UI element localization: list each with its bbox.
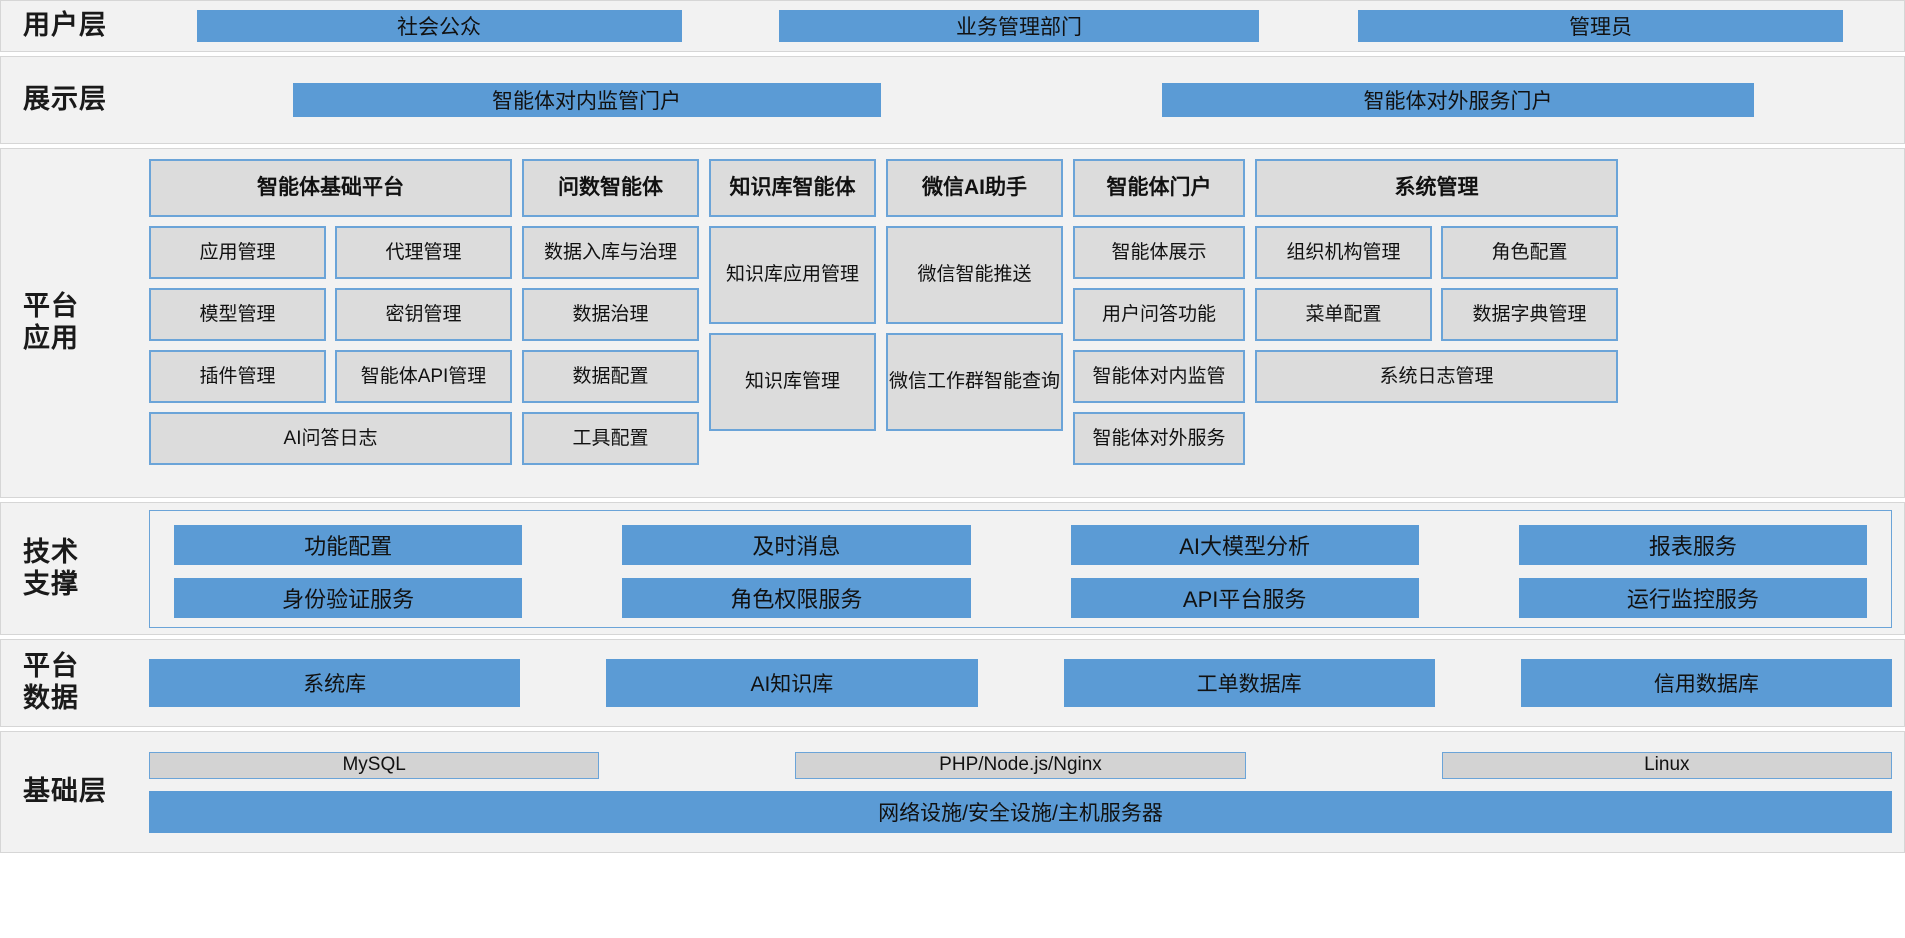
tech-item-function-config[interactable]: 功能配置	[174, 524, 523, 565]
layer-infrastructure: 基础层 MySQL PHP/Node.js/Nginx Linux 网络设施/安…	[0, 731, 1905, 853]
app-item-data-config[interactable]: 数据配置	[522, 350, 699, 403]
layer-technical-support-label: 技术 支撑	[23, 536, 79, 599]
app-item-agent-internal-supervision[interactable]: 智能体对内监管	[1073, 350, 1245, 403]
layer-platform-data: 平台 数据 系统库 AI知识库 工单数据库 信用数据库	[0, 639, 1905, 727]
app-subitem-grid: 应用管理 代理管理 模型管理 密钥管理 插件管理 智能体API管理	[149, 226, 512, 403]
app-column-title[interactable]: 知识库智能体	[709, 159, 876, 217]
infrastructure-chip-row: MySQL PHP/Node.js/Nginx Linux	[149, 751, 1892, 779]
user-slot-1: 社会公众	[149, 10, 729, 42]
app-item-model-mgmt[interactable]: 模型管理	[149, 288, 326, 341]
layer-infrastructure-body: MySQL PHP/Node.js/Nginx Linux 网络设施/安全设施/…	[149, 732, 1904, 852]
layer-platform-data-body: 系统库 AI知识库 工单数据库 信用数据库	[149, 640, 1904, 726]
app-column-agent-base-platform: 智能体基础平台 应用管理 代理管理 模型管理 密钥管理 插件管理 智能体API管…	[149, 159, 512, 465]
presentation-box-external-portal[interactable]: 智能体对外服务门户	[1162, 83, 1754, 117]
infra-chip-linux[interactable]: Linux	[1441, 751, 1892, 779]
layer-presentation-body: 智能体对内监管门户 智能体对外服务门户	[149, 57, 1904, 143]
data-item-ai-knowledge-db[interactable]: AI知识库	[606, 659, 978, 707]
app-item-agent-showcase[interactable]: 智能体展示	[1073, 226, 1245, 279]
user-slot-2: 业务管理部门	[729, 10, 1309, 42]
presentation-box-internal-portal[interactable]: 智能体对内监管门户	[292, 83, 881, 117]
layer-technical-support: 技术 支撑 功能配置 及时消息 AI大模型分析 报表服务 身份验证服务 角色权限…	[0, 502, 1905, 635]
infra-chip-mysql[interactable]: MySQL	[149, 751, 600, 779]
app-column-title[interactable]: 智能体基础平台	[149, 159, 512, 217]
infra-item-network-security-host-servers[interactable]: 网络设施/安全设施/主机服务器	[149, 790, 1892, 833]
layer-user-body: 社会公众 业务管理部门 管理员	[149, 1, 1904, 51]
layer-user-label: 用户层	[23, 10, 107, 41]
app-column-title[interactable]: 智能体门户	[1073, 159, 1245, 217]
layer-infrastructure-label: 基础层	[23, 776, 107, 807]
app-item-data-ingest-governance[interactable]: 数据入库与治理	[522, 226, 699, 279]
app-column-data-query-agent: 问数智能体 数据入库与治理 数据治理 数据配置 工具配置	[522, 159, 699, 465]
layer-technical-support-body: 功能配置 及时消息 AI大模型分析 报表服务 身份验证服务 角色权限服务 API…	[149, 503, 1904, 634]
layer-presentation-label: 展示层	[23, 84, 107, 115]
infra-chip-php-node-nginx[interactable]: PHP/Node.js/Nginx	[795, 751, 1246, 779]
app-item-role-config[interactable]: 角色配置	[1441, 226, 1618, 279]
data-item-credit-db[interactable]: 信用数据库	[1520, 659, 1892, 707]
app-item-wechat-group-query[interactable]: 微信工作群智能查询	[886, 333, 1063, 431]
app-item-data-governance[interactable]: 数据治理	[522, 288, 699, 341]
tech-item-ai-large-model-analysis[interactable]: AI大模型分析	[1070, 524, 1419, 565]
data-item-system-db[interactable]: 系统库	[149, 659, 521, 707]
app-item-kb-application-mgmt[interactable]: 知识库应用管理	[709, 226, 876, 324]
app-item-ai-qa-log[interactable]: AI问答日志	[149, 412, 512, 465]
layer-platform-application-label: 平台 应用	[23, 291, 79, 353]
app-item-key-mgmt[interactable]: 密钥管理	[335, 288, 512, 341]
layer-presentation: 展示层 智能体对内监管门户 智能体对外服务门户	[0, 56, 1905, 144]
tech-item-api-platform-service[interactable]: API平台服务	[1070, 577, 1419, 618]
app-item-data-dictionary-mgmt[interactable]: 数据字典管理	[1441, 288, 1618, 341]
user-box-public[interactable]: 社会公众	[196, 10, 682, 42]
app-item-system-log-mgmt[interactable]: 系统日志管理	[1255, 350, 1618, 403]
tech-support-frame: 功能配置 及时消息 AI大模型分析 报表服务 身份验证服务 角色权限服务 API…	[149, 509, 1892, 628]
app-item-menu-config[interactable]: 菜单配置	[1255, 288, 1432, 341]
app-column-title[interactable]: 问数智能体	[522, 159, 699, 217]
presentation-slot-1: 智能体对内监管门户	[149, 83, 1024, 117]
app-item-org-structure-mgmt[interactable]: 组织机构管理	[1255, 226, 1432, 279]
app-column-title[interactable]: 系统管理	[1255, 159, 1618, 217]
tech-item-role-permission-service[interactable]: 角色权限服务	[622, 577, 971, 618]
app-item-user-qa-function[interactable]: 用户问答功能	[1073, 288, 1245, 341]
app-column-knowledge-base-agent: 知识库智能体 知识库应用管理 知识库管理	[709, 159, 876, 431]
user-box-business-dept[interactable]: 业务管理部门	[779, 10, 1259, 42]
app-item-application-mgmt[interactable]: 应用管理	[149, 226, 326, 279]
tech-item-report-service[interactable]: 报表服务	[1518, 524, 1867, 565]
app-subitem-grid: 组织机构管理 角色配置 菜单配置 数据字典管理	[1255, 226, 1618, 341]
app-item-agent-api-mgmt[interactable]: 智能体API管理	[335, 350, 512, 403]
app-column-agent-portal: 智能体门户 智能体展示 用户问答功能 智能体对内监管 智能体对外服务	[1073, 159, 1245, 465]
layer-platform-application-body: 智能体基础平台 应用管理 代理管理 模型管理 密钥管理 插件管理 智能体API管…	[149, 149, 1904, 497]
tech-item-ops-monitoring-service[interactable]: 运行监控服务	[1518, 577, 1867, 618]
presentation-slot-2: 智能体对外服务门户	[1024, 83, 1892, 117]
layer-platform-data-label: 平台 数据	[23, 651, 79, 713]
app-item-wechat-smart-push[interactable]: 微信智能推送	[886, 226, 1063, 324]
app-item-kb-mgmt[interactable]: 知识库管理	[709, 333, 876, 431]
app-column-title[interactable]: 微信AI助手	[886, 159, 1063, 217]
tech-item-authentication-service[interactable]: 身份验证服务	[174, 577, 523, 618]
app-item-plugin-mgmt[interactable]: 插件管理	[149, 350, 326, 403]
app-column-system-management: 系统管理 组织机构管理 角色配置 菜单配置 数据字典管理 系统日志管理	[1255, 159, 1618, 403]
layer-platform-application: 平台 应用 智能体基础平台 应用管理 代理管理 模型管理 密钥管理 插件管理 智…	[0, 148, 1905, 498]
tech-item-instant-message[interactable]: 及时消息	[622, 524, 971, 565]
user-slot-3: 管理员	[1309, 10, 1892, 42]
data-item-work-order-db[interactable]: 工单数据库	[1063, 659, 1435, 707]
app-column-wechat-ai-assistant: 微信AI助手 微信智能推送 微信工作群智能查询	[886, 159, 1063, 431]
app-item-agent-external-service[interactable]: 智能体对外服务	[1073, 412, 1245, 465]
user-box-admin[interactable]: 管理员	[1358, 10, 1843, 42]
app-item-agent-mgmt[interactable]: 代理管理	[335, 226, 512, 279]
layer-user: 用户层 社会公众 业务管理部门 管理员	[0, 0, 1905, 52]
app-item-tool-config[interactable]: 工具配置	[522, 412, 699, 465]
